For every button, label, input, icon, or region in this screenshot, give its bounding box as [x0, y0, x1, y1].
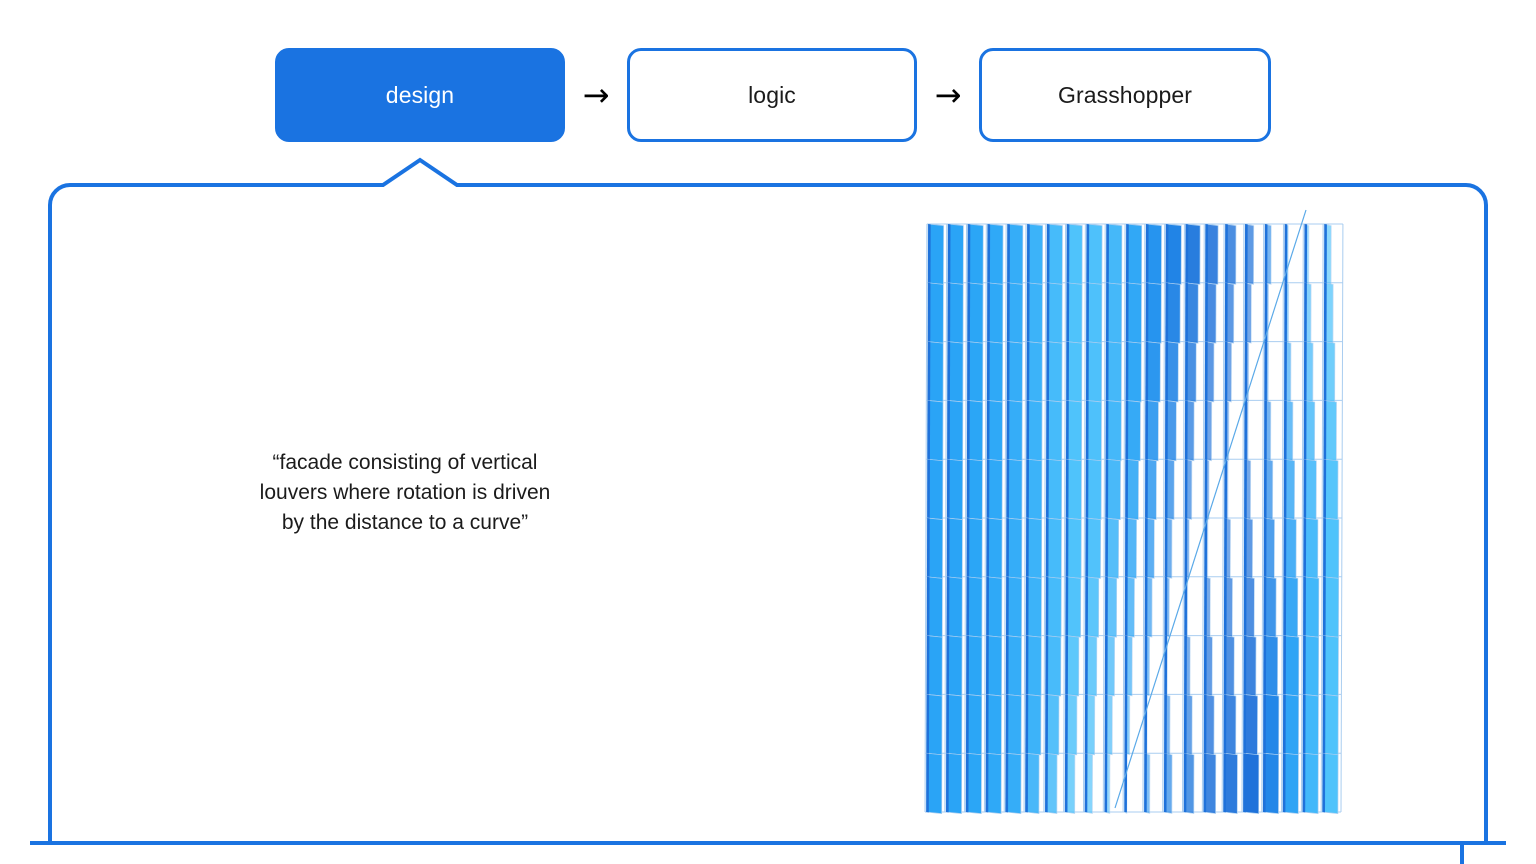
- flow-step-grasshopper[interactable]: Grasshopper: [979, 48, 1271, 142]
- louver-facade-svg: [924, 209, 1344, 815]
- design-brief-quote: “facade consisting of vertical louvers w…: [259, 451, 551, 534]
- arrow-right-icon-1: →: [582, 76, 610, 114]
- flow-step-design[interactable]: design: [275, 48, 565, 142]
- card-outline-with-pointer: [30, 172, 1506, 842]
- flow-step-logic-label: logic: [748, 81, 796, 108]
- footer-tick-mark: [1460, 843, 1464, 864]
- footer-rule: [30, 841, 1506, 845]
- arrow-right-icon-2: →: [934, 76, 962, 114]
- process-flow: design → logic → Grasshopper: [275, 48, 1271, 142]
- detail-card: “facade consisting of vertical louvers w…: [30, 172, 1506, 842]
- flow-step-logic[interactable]: logic: [627, 48, 917, 142]
- flow-step-grasshopper-label: Grasshopper: [1057, 81, 1193, 108]
- louver-facade-illustration: [895, 209, 1345, 815]
- driving-curve-line: [1114, 209, 1307, 809]
- flow-step-design-label: design: [385, 81, 455, 108]
- facade-louver-blades: [925, 223, 1340, 815]
